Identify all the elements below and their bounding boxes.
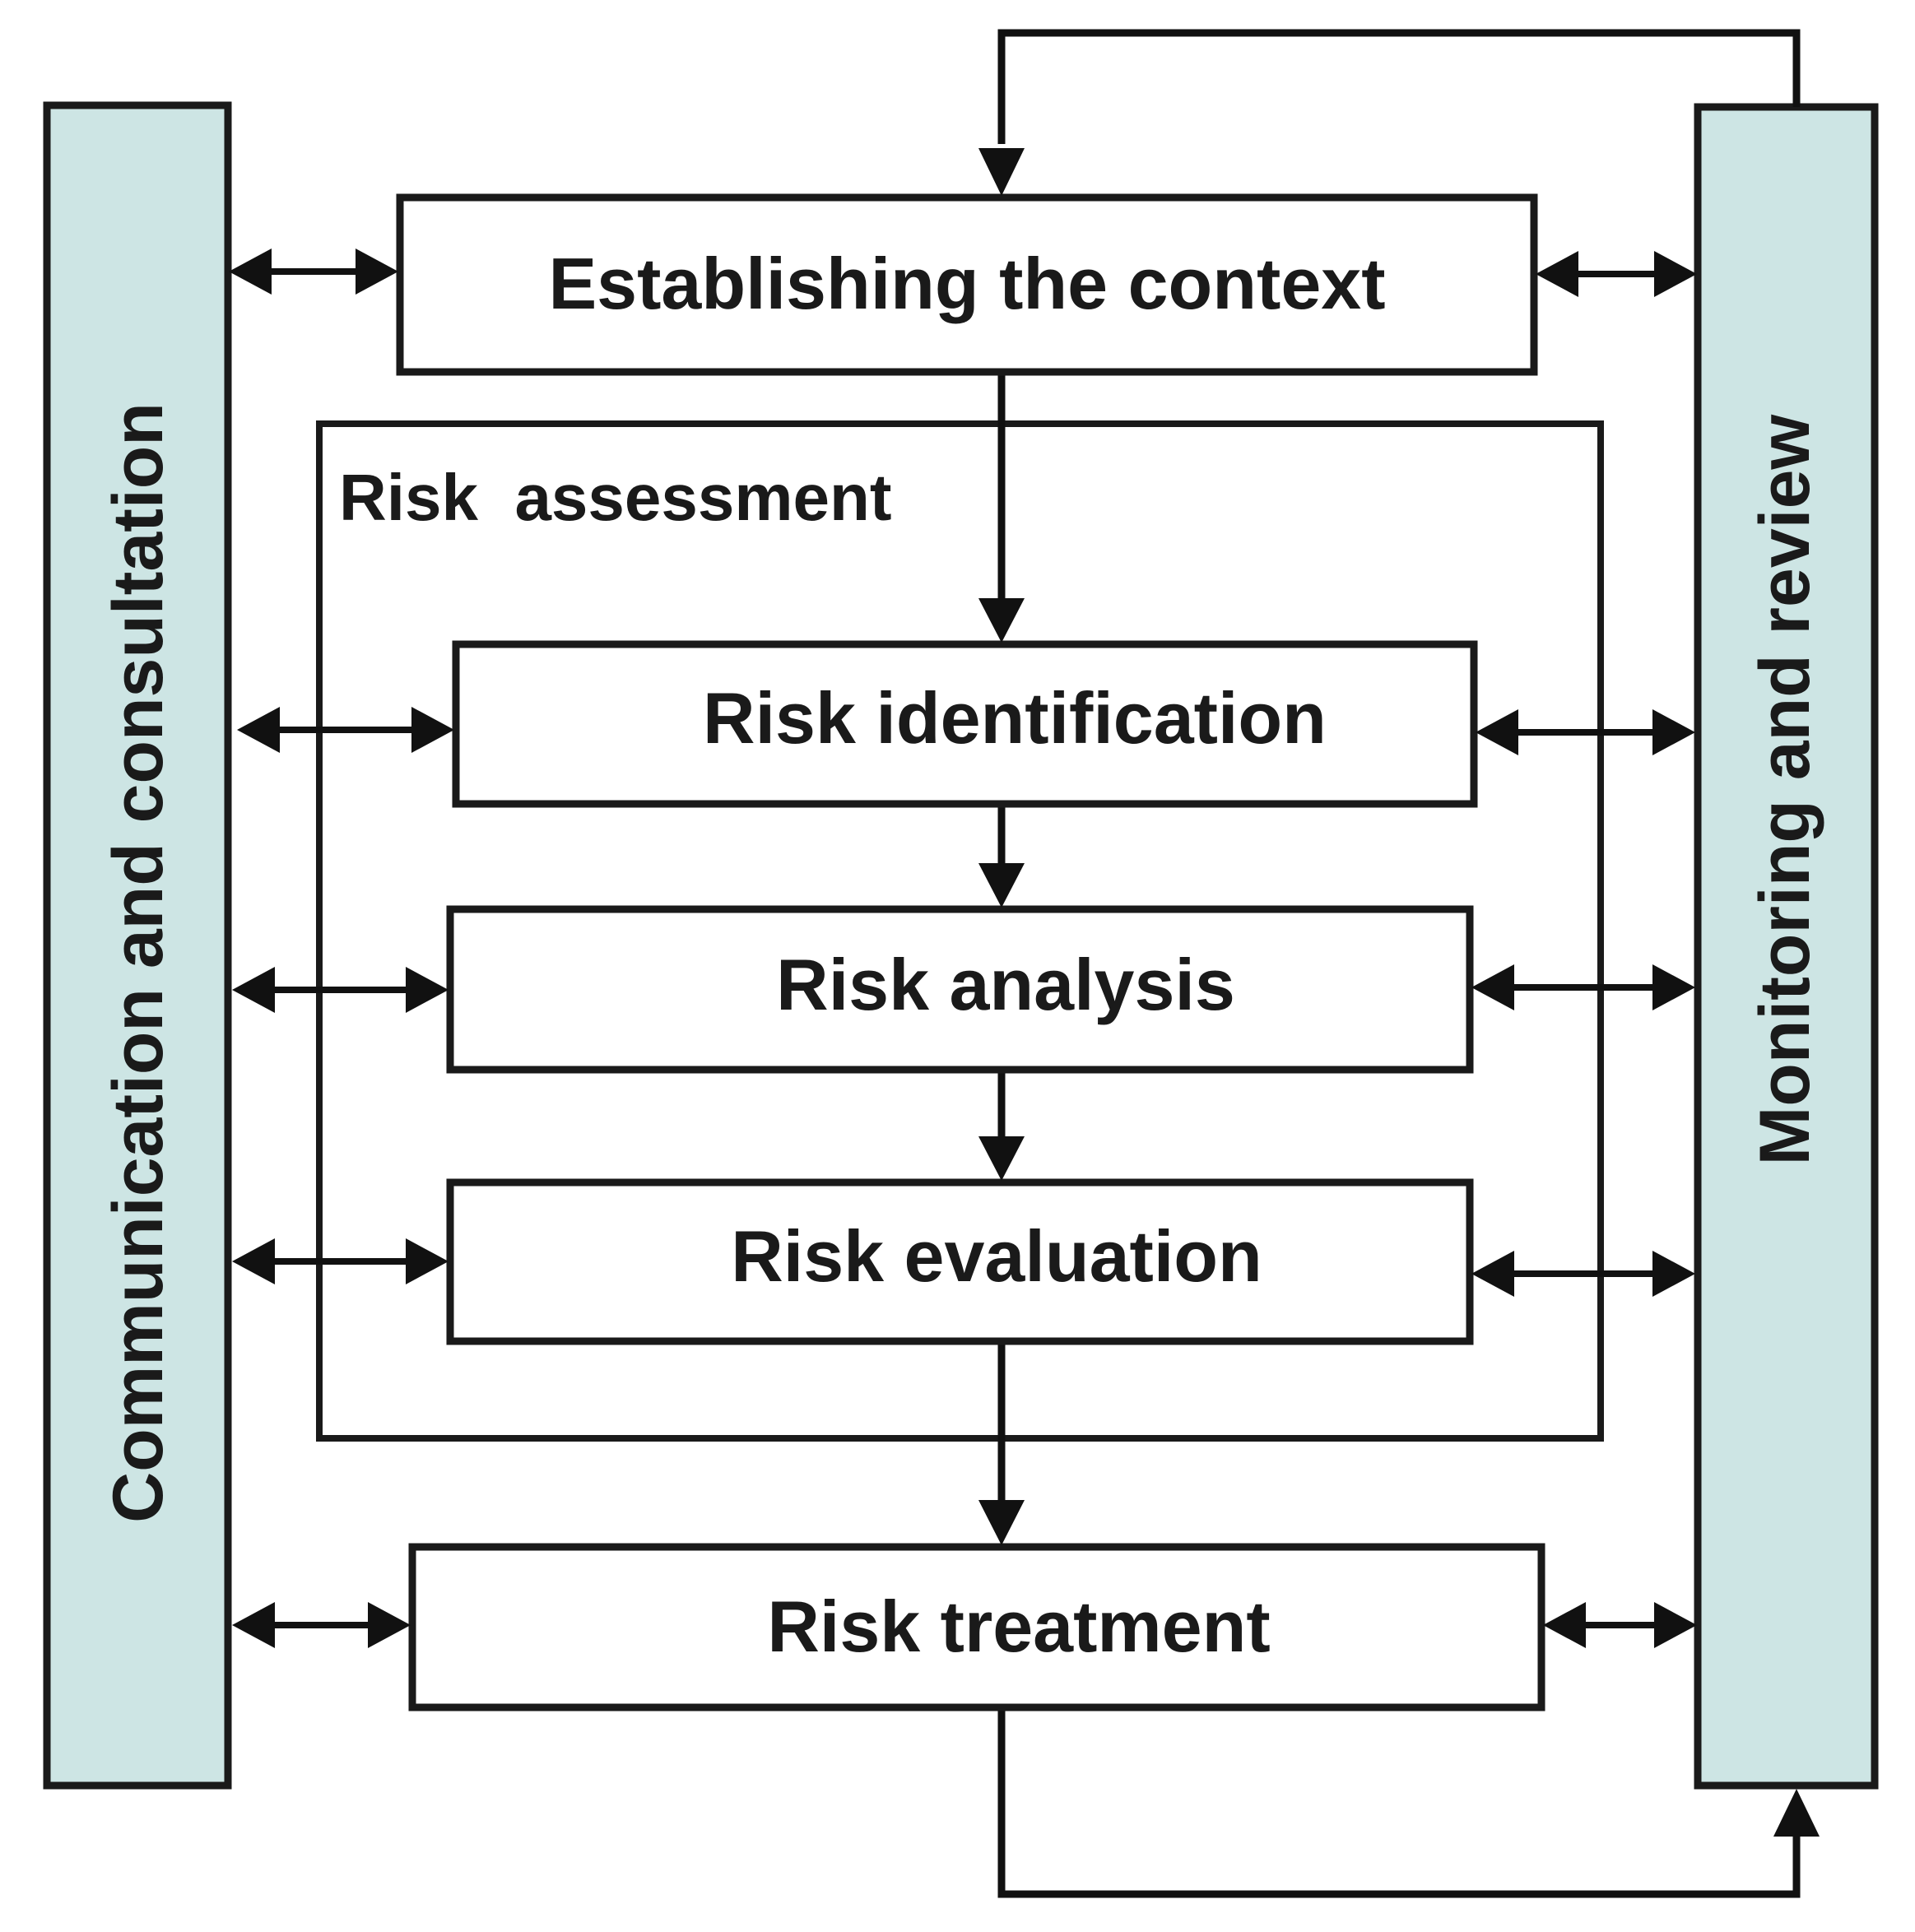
communication-panel-label: Communication and consultation <box>99 402 178 1523</box>
connector-left-analysis <box>232 967 449 1013</box>
connector-left-identification <box>237 707 454 753</box>
risk-treatment-label: Risk treatment <box>767 1586 1270 1667</box>
establishing-context-label: Establishing the context <box>548 243 1385 324</box>
establishing-context-box <box>396 193 1538 376</box>
arrowhead-into-analysis <box>978 863 1025 908</box>
connector-right-identification <box>1476 709 1695 755</box>
risk-assessment-label: Risk assessment <box>339 461 892 534</box>
connector-right-evaluation <box>1471 1251 1695 1297</box>
risk-identification-label: Risk identification <box>703 677 1327 759</box>
risk-analysis-label: Risk analysis <box>776 944 1235 1025</box>
arrowhead-into-monitoring <box>1773 1789 1820 1837</box>
arrowhead-into-treatment <box>978 1500 1025 1545</box>
communication-panel <box>43 101 232 1790</box>
monitoring-panel-label: Monitoring and review <box>1745 414 1824 1166</box>
connector-right-analysis <box>1471 964 1695 1010</box>
risk-identification-box <box>452 640 1478 808</box>
connector-left-context <box>229 248 398 295</box>
connector-left-treatment <box>232 1602 411 1648</box>
risk-treatment-box <box>408 1543 1545 1711</box>
connector-right-treatment <box>1543 1602 1697 1648</box>
monitoring-panel <box>1694 103 1879 1790</box>
arrowhead-into-context <box>978 148 1025 196</box>
feedback-loop-bottom <box>997 1707 1801 1898</box>
connector-right-context <box>1536 251 1697 297</box>
feedback-loop-top <box>997 29 1801 144</box>
connector-left-evaluation <box>232 1238 449 1284</box>
risk-evaluation-box <box>446 1178 1474 1345</box>
arrowhead-into-identification <box>978 598 1025 643</box>
arrowhead-into-evaluation <box>978 1136 1025 1181</box>
risk-assessment-frame <box>316 420 1604 1442</box>
risk-analysis-box <box>446 905 1474 1074</box>
risk-evaluation-label: Risk evaluation <box>731 1215 1262 1297</box>
